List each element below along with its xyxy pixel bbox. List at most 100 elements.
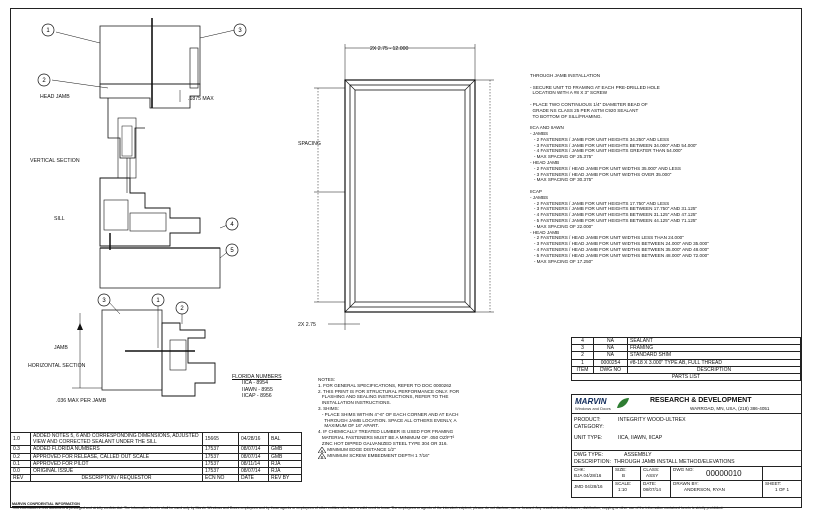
note-line: 1. FOR GENERAL SPECIFICATIONS, REFER TO …	[318, 382, 452, 388]
class-value: ASSY	[646, 473, 659, 478]
revision-cell: APPROVED FOR PILOT	[30, 459, 203, 469]
svg-text:3: 3	[238, 28, 242, 34]
dim-head-jamb-max: .1875 MAX	[188, 96, 214, 102]
revision-cell: APPROVED FOR RELEASE, CALLED OUT SCALE	[30, 452, 203, 461]
dwg-no-value: 00000010	[706, 469, 742, 478]
category-label: CATEGORY:	[574, 424, 604, 430]
label-horizontal-section: HORIZONTAL SECTION	[28, 363, 86, 369]
triangle-b-icon: B	[317, 452, 327, 459]
class-label: CLASS:	[643, 467, 660, 472]
note-line: THROUGH JAMB LOCATION. SPACE ALL OTHERS …	[318, 417, 457, 423]
florida-row: IIAWN - 8955	[242, 386, 273, 393]
jmd-value: JMD 04/28/16	[574, 484, 603, 489]
parts-cell: 3	[571, 344, 594, 353]
dept-location: WARROAD, MN, USA, (218) 386-4051	[690, 406, 770, 411]
install-line: IICAP	[530, 188, 542, 194]
description-label: DESCRIPTION:	[574, 459, 611, 465]
revision-cell: RJA	[268, 467, 302, 476]
install-line: - 3 FASTENERS / HEAD JAMB FOR UNIT WIDTH…	[530, 241, 709, 247]
rev-header: DATE	[238, 474, 269, 483]
jamb-framing	[101, 309, 163, 391]
revision-cell: 0.0	[10, 467, 31, 476]
chk-label: CHK:	[574, 467, 585, 472]
parts-header-desc: DESCRIPTION	[627, 365, 801, 375]
label-head-jamb: HEAD JAMB	[40, 94, 70, 100]
drawing-border	[10, 8, 802, 508]
florida-numbers: FLORIDA NUMBERS IICA - 8954 IIAWN - 8955…	[232, 374, 282, 400]
parts-title: PARTS LIST	[571, 373, 801, 382]
parts-cell: STANDARD SHIM	[627, 351, 801, 360]
install-line: - 4 FASTENERS / JAMB FOR UNIT HEIGHTS GR…	[530, 148, 683, 154]
parts-cell: 0000254	[593, 358, 628, 367]
product-label: PRODUCT:	[574, 417, 601, 423]
parts-header-dwg: DWG NO	[593, 365, 628, 375]
install-line: - JAMBS	[530, 130, 549, 136]
install-line: - MAX SPACING OF 17.250"	[530, 258, 593, 264]
size-value: B	[622, 473, 626, 478]
callout-2-b: 2	[175, 301, 189, 315]
elevation-view	[314, 44, 494, 330]
install-line: - 5 FASTENERS / HEAD JAMB FOR UNIT WIDTH…	[530, 252, 709, 258]
date-value: 08/07/14	[643, 487, 661, 492]
install-line: - 3 FASTENERS / HEAD JAMB FOR UNIT WIDTH…	[530, 171, 672, 177]
size-label: SIZE:	[615, 467, 627, 472]
install-line: - 4 FASTENERS / HEAD JAMB FOR UNIT WIDTH…	[530, 246, 709, 252]
rev-header: REV BY	[268, 474, 302, 483]
svg-text:A: A	[321, 448, 324, 452]
install-line: IICA AND IIAWN	[530, 125, 564, 131]
notes: NOTES: 1. FOR GENERAL SPECIFICATIONS, RE…	[317, 377, 460, 459]
parts-cell: SEALANT	[627, 336, 801, 346]
callout-4-a: 4	[225, 217, 239, 231]
svg-text:4: 4	[230, 222, 234, 228]
drawn-label: DRAWN BY:	[673, 481, 699, 486]
florida-title: FLORIDA NUMBERS	[232, 374, 282, 380]
revision-cell: 15665	[202, 431, 239, 447]
chk-value: BJA 04/28/16	[574, 473, 602, 478]
footer-text: This information in this document is pri…	[12, 506, 724, 511]
install-line: - JAMBS	[530, 194, 549, 200]
callout-3-a: 3	[233, 23, 247, 37]
revision-cell: ORIGINAL ISSUE	[30, 467, 203, 476]
label-jamb: JAMB	[54, 345, 68, 351]
install-line: - MAX SPACING OF 22.000"	[530, 223, 593, 229]
marvin-logo: MARVIN Windows and Doors	[575, 397, 611, 411]
install-line: - SECURE UNIT TO FRAMING AT EACH PRE-DRI…	[530, 84, 660, 90]
note-line: 3. SHIMS:	[318, 405, 339, 411]
note-line: FLASHING AND SEALING INSTRUCTIONS, REFER…	[318, 394, 449, 400]
dwg-no-label: DWG NO:	[673, 467, 694, 472]
rev-header: ECN NO	[202, 474, 239, 483]
unit-type-value: IICA, IIAWN, IICAP	[618, 435, 663, 441]
section-drawings	[51, 18, 236, 397]
dwg-type-value: ASSEMBLY	[624, 452, 652, 458]
leaf-icon	[617, 398, 629, 408]
note-embed: B MINIMUM SCREW EMBEDMENT DEPTH 1 7/16"	[317, 452, 459, 459]
revision-cell: 17537	[202, 459, 239, 469]
revision-cell: 08/07/14	[238, 445, 269, 454]
svg-text:3: 3	[102, 298, 106, 304]
rev-header: REV	[10, 474, 31, 483]
install-line: - MAX SPACING OF 25.375"	[530, 154, 593, 160]
note-line: ZINC HOT DIPPED GALVANIZED STEEL TYPE 30…	[318, 440, 448, 446]
parts-header-item: ITEM	[571, 365, 594, 375]
svg-text:2: 2	[180, 306, 184, 312]
dwg-type-label: DWG TYPE:	[574, 452, 604, 458]
revision-cell: GMB	[268, 452, 302, 461]
scale-label: SCALE:	[615, 481, 632, 486]
revision-cell: 0.2	[10, 452, 31, 461]
label-sill: SILL	[54, 216, 65, 222]
note-line: 2. THIS PRINT IS FOR STRUCTURAL PERFORMA…	[318, 388, 460, 394]
parts-cell: 1	[571, 358, 594, 367]
parts-cell: 2	[571, 351, 594, 360]
note-line: - PLACE SHIMS WITHIN 4"-6" OF EACH CORNE…	[318, 411, 459, 417]
revision-cell: 0.3	[10, 445, 31, 454]
install-line: - MAX SPACING OF 30.375"	[530, 177, 593, 183]
revision-cell: 17537	[202, 467, 239, 476]
revision-cell: 04/28/16	[238, 431, 269, 447]
install-title: THROUGH JAMB INSTALLATION	[530, 73, 601, 78]
